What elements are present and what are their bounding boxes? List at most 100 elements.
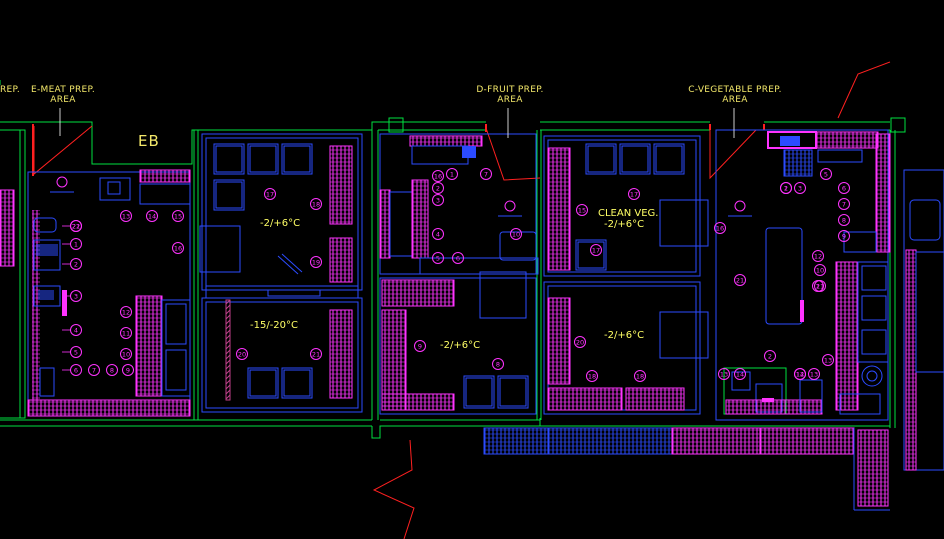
equipment-tag-number: 19: [312, 259, 320, 267]
equipment-tag: 10: [510, 228, 522, 240]
equipment-tag-number: 14: [736, 371, 744, 379]
equipment-tag-number: 12: [796, 371, 804, 379]
equipment-tag-number: 12: [814, 253, 822, 261]
cold-rooms-left: [199, 133, 363, 413]
bottom-benches: [483, 427, 890, 511]
equipment-tag-number: 21: [736, 277, 744, 285]
equipment-tag: 17: [590, 244, 602, 256]
equipment-tag: 16: [172, 242, 184, 254]
equipment-tag: 17: [264, 188, 276, 200]
equipment-tag-number: 20: [238, 351, 246, 359]
equipment-tag-number: 21: [312, 351, 320, 359]
equipment-tag: 18: [310, 198, 322, 210]
equipment-tag: 3: [794, 182, 806, 194]
equipment-tag: 7: [88, 364, 100, 376]
equipment-tag-number: 17: [592, 247, 600, 255]
equipment-tag-number: 18: [588, 373, 596, 381]
equipment-tag-number: 22: [72, 223, 80, 231]
veg-prep-zone: [715, 129, 944, 471]
equipment-tag: 2: [812, 280, 824, 292]
equipment-tag: 6: [62, 364, 82, 376]
equipment-tag-number: 15: [578, 207, 586, 215]
equipment-tag-number: 20: [576, 339, 584, 347]
doors: [32, 61, 891, 539]
equipment-tag-number: 11: [122, 330, 130, 338]
equipment-tag: 15: [576, 204, 588, 216]
d-fruit-line2: AREA: [497, 95, 523, 105]
equipment-tag: 10: [814, 264, 826, 276]
equipment-tag-number: 2: [784, 185, 788, 193]
equipment-tag: 9: [838, 230, 850, 242]
equipment-tag: 6: [452, 252, 464, 264]
equipment-tag-number: 10: [816, 267, 824, 275]
equipment-tag: 7: [838, 198, 850, 210]
e-meat-line2: AREA: [50, 95, 76, 105]
equipment-tag: 1: [780, 182, 792, 194]
c-veg-prep-label: C-VEGETABLE PREP. AREA: [684, 85, 786, 105]
equipment-tag-number: 7: [92, 367, 96, 375]
equipment-tag-number: 17: [630, 191, 638, 199]
cold-room-3-temp: -2/+6°C: [604, 330, 645, 341]
equipment-tag-number: 1: [450, 171, 454, 179]
equipment-tag: 13: [718, 368, 730, 380]
equipment-tag-number: 21: [72, 223, 80, 231]
c-veg-line1: C-VEGETABLE PREP.: [688, 85, 782, 95]
equipment-tag: 13: [120, 210, 132, 222]
equipment-tag: 16: [432, 170, 444, 182]
equipment-tag-number: 2: [436, 185, 440, 193]
equipment-tag: 12: [120, 306, 132, 318]
equipment-tag: 1: [446, 168, 458, 180]
equipment-tag-number: 1: [74, 241, 78, 249]
equipment-tag: 20: [574, 336, 586, 348]
equipment-tag: 12: [812, 250, 824, 262]
equipment-tag: 4: [432, 228, 444, 240]
equipment-tag-number: 9: [126, 367, 130, 375]
equipment-tag: 21: [734, 274, 746, 286]
equipment-tag: 20: [236, 348, 248, 360]
equipment-tag: 18: [586, 370, 598, 382]
equipment-tag: 4: [62, 324, 82, 336]
equipment-tag-number: 5: [824, 171, 828, 179]
cold-room-2-temp: -2/+6°C: [440, 340, 481, 351]
equipment-tag-number: 13: [810, 371, 818, 379]
equipment-tag: 14: [734, 368, 746, 380]
equipment-tag: 19: [310, 256, 322, 268]
equipment-tag: 17: [628, 188, 640, 200]
equipment-tag: 15: [172, 210, 184, 222]
clean-veg-name: CLEAN VEG.: [598, 208, 659, 219]
equipment-tag-number: 18: [312, 201, 320, 209]
equipment-tag-number: 6: [456, 255, 460, 263]
equipment-tag: 7: [480, 168, 492, 180]
eb-label: EB: [138, 132, 160, 150]
equipment-tag-number: 16: [434, 173, 442, 181]
equipment-tag-number: 8: [110, 367, 114, 375]
equipment-tag-number: 16: [174, 245, 182, 253]
equipment-tag-number: 18: [636, 373, 644, 381]
equipment-tag-number: 2: [816, 283, 820, 291]
equipment-tag-number: 7: [842, 201, 846, 209]
equipment-tag-number: 8: [842, 217, 846, 225]
equipment-tag-number: 10: [122, 351, 130, 359]
equipment-tag-number: 14: [796, 371, 804, 379]
equipment-tag-number: 6: [74, 367, 78, 375]
equipment-tag: 5: [820, 168, 832, 180]
fruit-prep-zone: [379, 133, 539, 415]
equipment-tag: 2: [432, 182, 444, 194]
equipment-tag: 2: [62, 258, 82, 270]
f-prep-prefix: REP.: [0, 85, 21, 95]
equipment-tag-number: 13: [824, 357, 832, 365]
equipment-tag-number: 15: [174, 213, 182, 221]
equipment-tag: 8: [838, 214, 850, 226]
equipment-tag: 8: [492, 358, 504, 370]
equipment-tag-number: 3: [436, 197, 440, 205]
equipment-tag-number: 8: [496, 361, 500, 369]
equipment-tag: 6: [838, 182, 850, 194]
equipment-tag: 13: [808, 368, 820, 380]
section-marker: [498, 200, 522, 217]
equipment-tag: 22: [70, 220, 82, 232]
equipment-tag: 16: [714, 222, 726, 234]
equipment-tag-number: 10: [512, 231, 520, 239]
equipment-tag: 9: [414, 340, 426, 352]
cold-room-1-temp: -2/+6°C: [260, 218, 301, 229]
